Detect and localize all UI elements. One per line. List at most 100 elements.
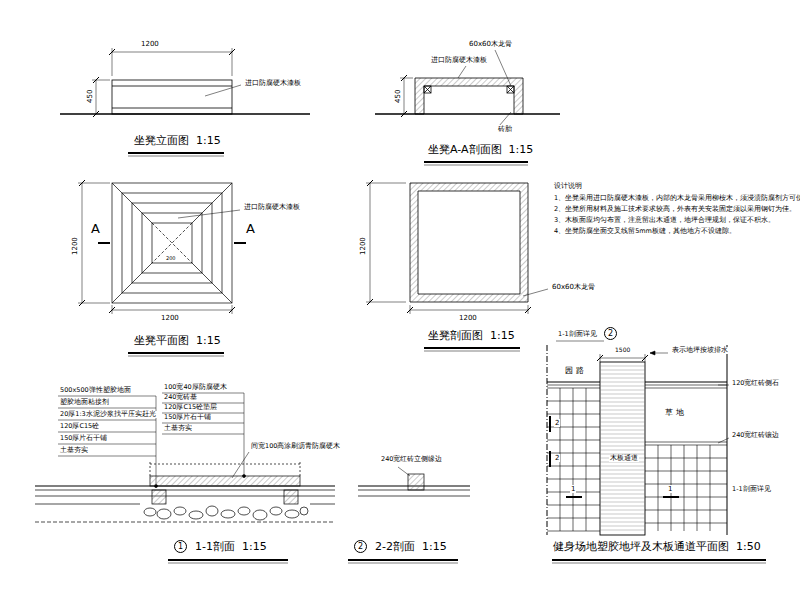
bench-section-aa-stroke <box>458 66 466 78</box>
section-1-1-stroke <box>238 507 250 515</box>
bench-plan-stroke <box>234 242 246 244</box>
fitness-area-plan-stroke <box>600 362 645 535</box>
bench-elevation-stroke <box>93 111 99 117</box>
section-callout-circle: 2 <box>354 540 367 553</box>
area-name: 园 路 <box>564 366 585 375</box>
design-note: 3、木板面应均匀布置，注意留出木通道，地坪合理规划，保证不积水。 <box>553 217 776 224</box>
section-mark: A <box>90 222 101 237</box>
bench-section-aa-stroke <box>400 78 413 79</box>
fitness-area-plan-stroke <box>645 385 727 386</box>
section-1-1-stroke <box>150 476 300 486</box>
dimension: 1200 <box>140 40 160 48</box>
section-1-1-stroke <box>206 506 218 516</box>
fitness-area-plan-stroke <box>600 358 645 359</box>
material-note: 砖胎 <box>497 125 513 133</box>
section-mark: 1 <box>570 485 576 493</box>
fitness-area-plan-stroke <box>727 345 728 535</box>
section-1-1-stroke <box>35 522 335 523</box>
fitness-area-plan-stroke <box>645 388 727 389</box>
section-2-2-stroke <box>408 474 424 490</box>
bench-plan-stroke <box>178 210 240 218</box>
dimension: 1200 <box>160 314 180 322</box>
callout-number: 2 <box>358 543 363 551</box>
fitness-area-plan-stroke <box>663 496 679 498</box>
fitness-area-plan-stroke <box>549 416 551 432</box>
section-1-1-stroke <box>35 504 140 505</box>
bench-section-aa-stroke <box>424 86 431 93</box>
bench-plan-stroke <box>79 180 85 186</box>
view-title: 2-2剖面 1:15 <box>374 541 448 554</box>
layer-note: 塑胶地面粘接剂 <box>59 399 110 406</box>
layer-note: 土基夯实 <box>163 425 193 432</box>
section-1-1-stroke <box>253 510 267 520</box>
design-note: 1、坐凳采用进口防腐硬木漆板，内部的木龙骨采用柳桉木，须浸渍防腐剂方可使用。 <box>553 195 800 202</box>
bench-plan-stroke <box>152 223 192 263</box>
material-note: 表示地坪按坡排水 <box>671 347 729 354</box>
dimension: 200 <box>165 256 177 262</box>
section-1-1-stroke <box>58 396 156 397</box>
material-note: 60x60木龙骨 <box>468 40 513 48</box>
layer-note: 120厚C15砼垫层 <box>163 404 218 411</box>
fitness-area-plan-stroke <box>645 445 727 446</box>
section-1-1-stroke <box>162 434 244 435</box>
notes-heading: 设计说明 <box>553 182 583 190</box>
callout-number: 2 <box>608 330 613 338</box>
layer-note: 240宽砖基 <box>163 394 198 401</box>
layer-note: 500x500弹性塑胶地面 <box>59 387 132 394</box>
section-1-1-stroke <box>150 464 300 465</box>
bench-section-aa <box>375 50 560 165</box>
fitness-area-plan-stroke <box>552 563 766 564</box>
section-1-1-stroke <box>157 509 171 519</box>
bench-plan-stroke <box>79 300 85 306</box>
layer-note: 150厚片石干铺 <box>59 435 108 442</box>
reference-note: 1-1剖面详见 <box>731 486 772 493</box>
bench-section-stroke <box>367 180 373 186</box>
area-name: 草 地 <box>664 408 685 417</box>
fitness-area-plan-stroke <box>552 559 766 561</box>
bench-section-aa-stroke <box>507 86 514 93</box>
dimension: 1200 <box>71 236 79 256</box>
bench-section-stroke <box>410 310 528 311</box>
bench-elevation-stroke <box>229 49 235 55</box>
section-2-2-stroke <box>348 563 458 564</box>
material-note: 进口防腐硬木漆板 <box>243 203 301 211</box>
section-1-1-stroke <box>284 490 298 504</box>
fitness-area-plan-stroke <box>645 382 727 383</box>
bench-plan-stroke <box>152 223 192 263</box>
bench-section-stroke <box>525 307 531 313</box>
section-1-1-stroke <box>58 432 156 433</box>
bench-elevation <box>60 48 310 156</box>
section-1-1-stroke <box>156 396 157 484</box>
section-mark: 2 <box>554 454 560 462</box>
section-1-1-stroke <box>270 507 282 515</box>
section-mark: 2 <box>554 419 560 427</box>
section-1-1-stroke <box>58 456 156 457</box>
view-title: 坐凳A-A剖面图 1:15 <box>427 144 534 157</box>
material-note: 间宽100高涂刷沥青防腐硬木 <box>250 443 341 450</box>
section-1-1-stroke <box>221 510 235 518</box>
reference-note: 1-1剖面详见 <box>557 331 598 338</box>
fitness-area-plan-stroke <box>718 438 729 443</box>
fitness-area-plan-stroke <box>547 401 600 531</box>
section-1-1-stroke <box>189 511 203 519</box>
bench-plan-stroke <box>109 307 115 313</box>
fitness-area-plan-stroke <box>547 382 600 383</box>
fitness-area-plan-stroke <box>650 351 655 355</box>
bench-plan-stroke <box>192 263 232 303</box>
design-note: 2、坐凳所用材料及施工技术要求较高，外表有关安装固定须以采用钢钉为佳。 <box>553 206 797 213</box>
bench-section-stroke <box>366 302 406 303</box>
bench-section-stroke <box>370 183 371 302</box>
fitness-area-plan-stroke <box>597 355 603 361</box>
bench-plan-stroke <box>82 183 83 303</box>
section-1-1-stroke <box>58 444 156 445</box>
bench-elevation-stroke <box>112 80 232 114</box>
section-1-1 <box>35 393 335 563</box>
section-1-1-stroke <box>168 559 288 561</box>
bench-section-aa-stroke <box>499 112 511 126</box>
layer-note: 150厚片石干铺 <box>163 414 212 421</box>
section-1-1-stroke <box>174 507 186 515</box>
section-mark: 1 <box>667 485 673 493</box>
design-note: 4、坐凳防腐坐面交叉线留5mm板缝，其他地方不设缝隙。 <box>553 228 737 235</box>
view-title: 坐凳平面图 1:15 <box>133 335 222 348</box>
bench-section-aa-stroke <box>401 75 407 81</box>
